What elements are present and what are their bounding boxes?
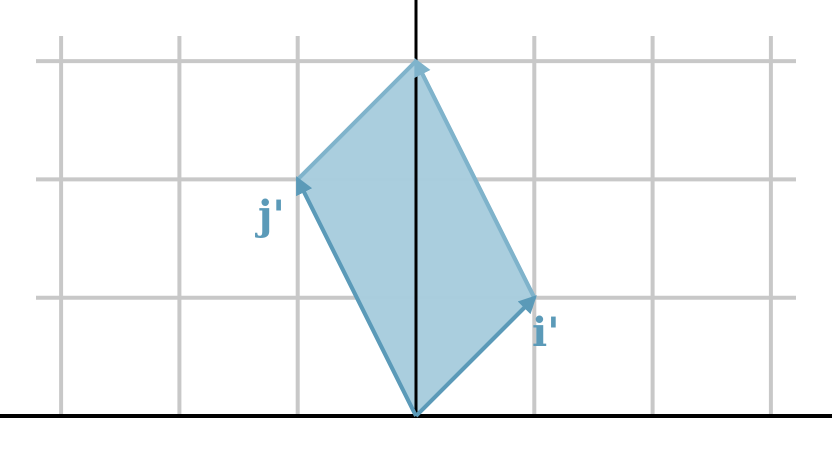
j-prime-vector bbox=[295, 176, 418, 417]
sum-vector bbox=[414, 57, 537, 299]
j-prime-label: j' bbox=[255, 192, 285, 239]
i-prime-vector bbox=[414, 295, 537, 418]
i-prime-label: i' bbox=[532, 309, 559, 356]
